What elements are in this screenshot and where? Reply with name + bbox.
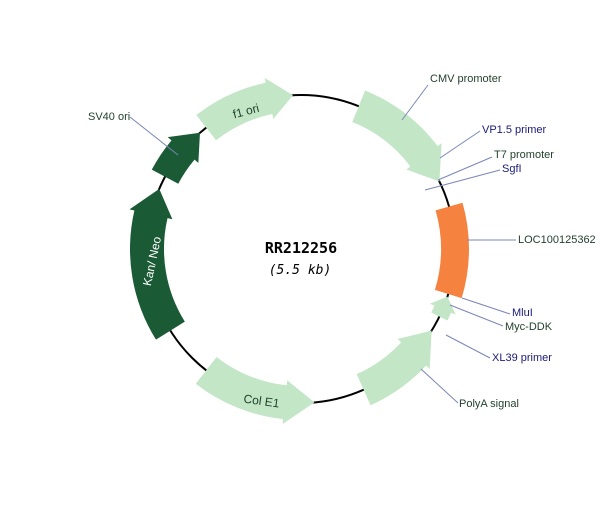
f1-ori-arrow bbox=[196, 77, 293, 141]
xl39-primer-label: XL39 primer bbox=[492, 352, 552, 364]
plasmid-name: RR212256 bbox=[265, 239, 337, 257]
mlui-label: MluI bbox=[512, 307, 533, 319]
vp15-primer-leader bbox=[439, 130, 481, 159]
cmv-promoter-label: CMV promoter bbox=[430, 73, 502, 85]
col-e1-label: Col E1 bbox=[243, 392, 281, 411]
sgfi-label: SgfI bbox=[502, 163, 522, 175]
sv40-ori-label: SV40 ori bbox=[88, 111, 130, 123]
kan-neo-arrow bbox=[129, 188, 185, 340]
sv40-ori-arrow bbox=[151, 132, 200, 184]
t7-promoter-label: T7 promoter bbox=[494, 149, 554, 161]
cmv-promoter-arrow bbox=[352, 90, 442, 182]
t7-promoter-leader bbox=[437, 156, 493, 181]
feature-layer bbox=[129, 77, 469, 425]
vp15-primer-label: VP1.5 primer bbox=[482, 124, 547, 136]
col-e1-arrow bbox=[195, 356, 315, 425]
sv40-ori-leader bbox=[129, 116, 179, 156]
sgfi-leader bbox=[424, 169, 501, 191]
xl39-primer-leader bbox=[445, 334, 491, 359]
myc-ddk-label: Myc-DDK bbox=[505, 321, 553, 333]
cmv-promoter-leader bbox=[401, 84, 429, 121]
polya-signal-arrow bbox=[356, 330, 432, 406]
plasmid-size: (5.5 kb) bbox=[269, 263, 332, 278]
mlui-leader bbox=[461, 297, 511, 315]
leader-lines bbox=[129, 84, 516, 404]
myc-ddk-leader bbox=[449, 304, 504, 327]
polya-signal-label: PolyA signal bbox=[459, 398, 519, 410]
polya-signal-leader bbox=[420, 368, 459, 404]
insert-label: LOC100125362 bbox=[518, 234, 596, 246]
myc-ddk-arrow bbox=[429, 296, 456, 321]
f1-ori-label: f1 ori bbox=[231, 101, 260, 121]
insert-block bbox=[434, 202, 469, 299]
